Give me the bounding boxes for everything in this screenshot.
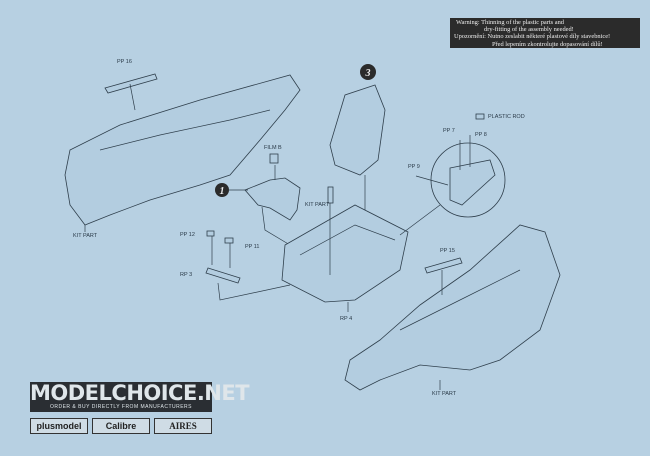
label-film-b: FILM B <box>264 145 282 151</box>
modelchoice-banner: MODELCHOICE.NET ORDER & BUY DIRECTLY FRO… <box>30 381 250 412</box>
modelchoice-subtitle: ORDER & BUY DIRECTLY FROM MANUFACTURERS <box>49 404 192 410</box>
warning-box: Warning: Thinning of the plastic parts a… <box>450 18 640 48</box>
logo-calibre: Calibre <box>92 418 150 434</box>
step-3-badge <box>360 64 376 80</box>
label-pp7: PP 7 <box>443 128 455 134</box>
fuselage-right-kit-part <box>344 224 561 391</box>
label-pp12: PP 12 <box>180 232 195 238</box>
pp16-part <box>104 73 158 94</box>
brand-logos: plusmodel Calibre AIRES <box>30 418 212 434</box>
cockpit-tub <box>281 204 409 303</box>
arrow-pp9 <box>415 175 449 186</box>
warning-line-4: Před lepením zkontrolujte dopasování díl… <box>492 40 603 48</box>
label-pp11: PP 11 <box>245 244 259 250</box>
step-1-number: 1 <box>220 186 225 197</box>
label-rp3: RP 3 <box>180 272 192 278</box>
warning-line-2: dry-fitting of the assembly needed! <box>484 26 574 34</box>
label-pp9: PP 9 <box>408 164 420 170</box>
label-pp15: PP 15 <box>440 248 455 254</box>
logo-plusmodel: plusmodel <box>30 418 88 434</box>
warning-line-3: Upozornění: Nutno zeslabit některé plast… <box>454 33 611 41</box>
plastic-rod <box>475 113 485 120</box>
detail-leader <box>399 204 441 236</box>
modelchoice-title: MODELCHOICE.NET <box>30 381 250 405</box>
warning-line-1: Warning: Thinning of the plastic parts a… <box>456 19 564 26</box>
arrows-pp7-pp8 <box>459 135 471 170</box>
fuselage-left-kit-part <box>64 74 301 226</box>
fuselage-right-detail <box>399 269 521 331</box>
pp12-part <box>206 230 215 237</box>
detail-part <box>449 159 496 206</box>
label-pp16: PP 16 <box>117 59 132 65</box>
tub-detail <box>299 224 396 256</box>
label-kit-part-right: KIT PART <box>432 391 457 397</box>
pp15-part <box>424 257 463 274</box>
step-1-badge <box>215 183 229 197</box>
film-b-part <box>269 153 279 164</box>
arrow-panel <box>261 206 291 246</box>
arrow-pp16 <box>129 83 136 111</box>
logo-aires: AIRES <box>154 418 212 434</box>
label-kit-part-center: KIT PART <box>305 202 330 208</box>
arrows-pp <box>211 236 231 268</box>
step-3-number: 3 <box>365 68 371 79</box>
instrument-panel-part <box>244 177 301 221</box>
rp3-part <box>205 267 241 284</box>
arrow-rp3 <box>217 282 291 301</box>
center-kit-part <box>327 186 334 204</box>
fuselage-detail <box>99 109 271 151</box>
label-pp8: PP 8 <box>475 132 487 138</box>
ejection-seat <box>329 84 386 176</box>
label-kit-part-left: KIT PART <box>73 233 98 239</box>
label-rp4: RP 4 <box>340 316 352 322</box>
pp11-part <box>224 237 234 244</box>
label-plastic-rod: PLASTIC ROD <box>488 114 525 120</box>
